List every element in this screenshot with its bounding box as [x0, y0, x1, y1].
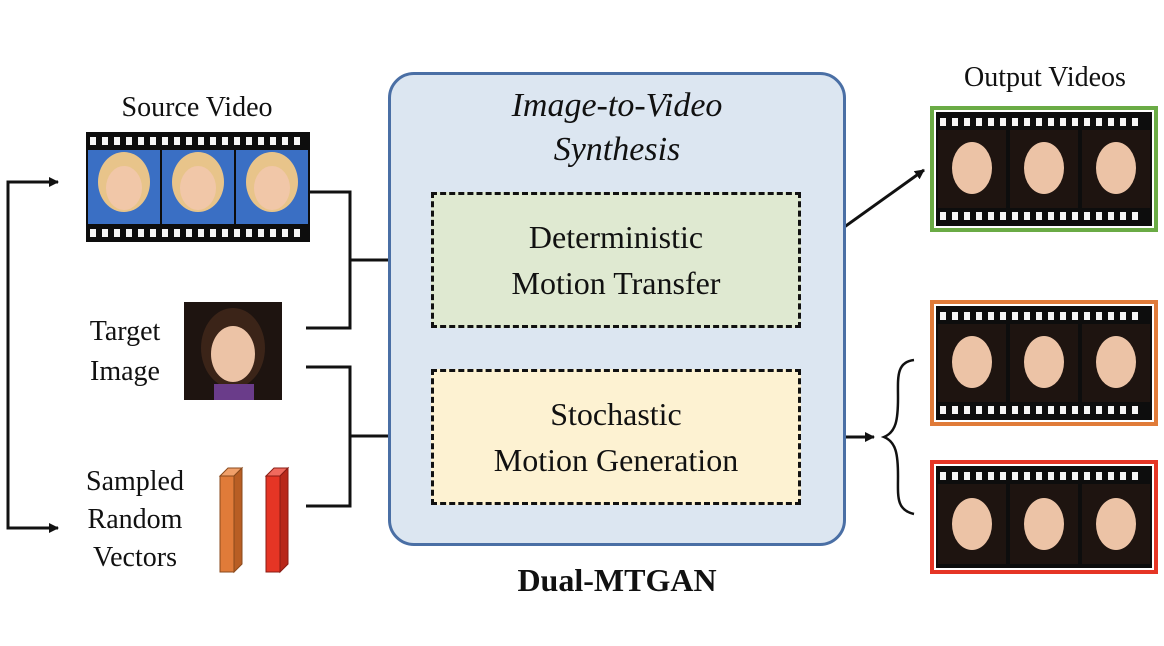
sprocket-holes: [940, 312, 1138, 414]
target-image-label-line1: Target: [89, 316, 161, 347]
output-brace: [880, 358, 915, 516]
sprocket-holes: [940, 118, 1138, 220]
output-frame: [1082, 130, 1150, 208]
sprocket-holes: [90, 137, 300, 237]
stochastic-line2: Motion Generation: [493, 442, 739, 478]
source-frame-2: [162, 150, 234, 224]
random-vectors-label-line2: Random: [87, 504, 183, 535]
target-image-label-line2: Image: [90, 356, 160, 387]
random-vectors-graphic: [218, 466, 290, 574]
source-frame-1: [88, 150, 160, 224]
random-vectors-label-line3: Vectors: [93, 542, 177, 573]
random-vectors-label-line1: Sampled: [86, 466, 184, 497]
source-video-filmstrip: [86, 132, 310, 242]
output-video-deterministic: [930, 106, 1158, 232]
output-video-stochastic-2: [930, 460, 1158, 574]
output-frame: [1010, 130, 1078, 208]
panel-title-line1: Image-to-Video: [511, 87, 723, 124]
stochastic-motion-generation-box: Stochastic Motion Generation: [431, 369, 801, 505]
left-loop-connector: [6, 180, 58, 530]
target-image: [184, 302, 282, 400]
stochastic-line1: Stochastic: [550, 396, 682, 432]
output-frame: [1082, 484, 1150, 564]
source-video-label: Source Video: [121, 92, 273, 123]
sprocket-holes: [940, 472, 1138, 480]
output-frame: [938, 484, 1006, 564]
output-videos-title: Output Videos: [964, 62, 1126, 93]
output-frame: [1010, 324, 1078, 402]
random-vector-red: [264, 466, 290, 574]
random-vector-orange: [218, 466, 244, 574]
output-video-stochastic-1: [930, 300, 1158, 426]
deterministic-line1: Deterministic: [528, 219, 704, 255]
source-frame-3: [236, 150, 308, 224]
panel-title-line2: Synthesis: [553, 131, 681, 168]
output-frame: [938, 130, 1006, 208]
deterministic-line2: Motion Transfer: [511, 265, 721, 301]
output-frame: [1010, 484, 1078, 564]
output-frame: [1082, 324, 1150, 402]
source-video-connector: [306, 190, 352, 330]
deterministic-motion-transfer-box: Deterministic Motion Transfer: [431, 192, 801, 328]
output-frame: [938, 324, 1006, 402]
panel-title: Image-to-Video Synthesis: [388, 84, 846, 172]
target-image-connector: [306, 365, 352, 508]
model-name: Dual-MTGAN: [517, 562, 717, 598]
